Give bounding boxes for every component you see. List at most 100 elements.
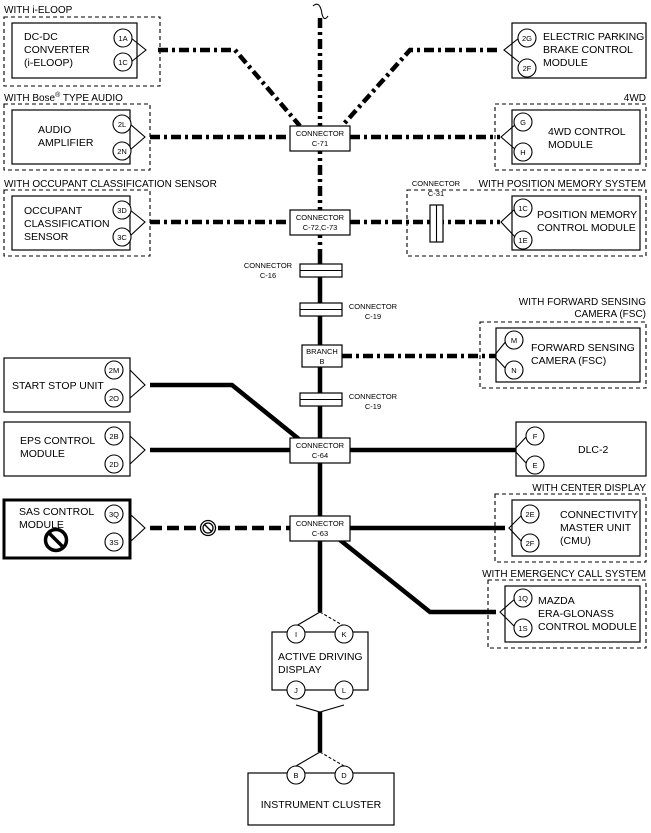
module-active-driving-display: ACTIVE DRIVING DISPLAY [271, 631, 369, 691]
svg-text:B: B [319, 357, 324, 366]
svg-text:DC-DC: DC-DC [24, 31, 58, 43]
svg-text:MODULE: MODULE [20, 448, 65, 460]
header-occupant: WITH OCCUPANT CLASSIFICATION SENSOR [4, 179, 217, 190]
svg-text:1C: 1C [118, 58, 128, 67]
connector-c16: CONNECTOR C-16 [244, 261, 343, 280]
pins-dcdc: 1A 1C [113, 28, 147, 72]
svg-text:CONNECTIVITY: CONNECTIVITY [560, 509, 638, 521]
svg-text:C-63: C-63 [312, 529, 328, 538]
svg-text:2D: 2D [109, 460, 119, 469]
svg-text:MASTER UNIT: MASTER UNIT [560, 522, 632, 534]
svg-text:START STOP UNIT: START STOP UNIT [12, 380, 104, 392]
pins-cmu: 2E 2F [508, 504, 540, 553]
svg-text:BRANCH: BRANCH [306, 347, 338, 356]
group-emergency [487, 579, 647, 649]
connector-c31: CONNECTOR C-31 [412, 179, 461, 243]
svg-text:CONNECTOR: CONNECTOR [349, 392, 398, 401]
svg-text:1S: 1S [518, 624, 527, 633]
svg-text:DISPLAY: DISPLAY [278, 664, 322, 676]
svg-text:1C: 1C [518, 204, 528, 213]
svg-text:C-19: C-19 [365, 402, 381, 411]
pins-dlc: F E [513, 426, 545, 475]
header-4wd: 4WD [624, 93, 646, 104]
pins-epb: 2G 2F [503, 28, 537, 78]
svg-text:I: I [295, 630, 297, 639]
svg-text:2B: 2B [109, 432, 118, 441]
connector-c19-upper: CONNECTOR C-19 [299, 302, 398, 321]
module-position-memory: POSITION MEMORY CONTROL MODULE [511, 195, 641, 251]
svg-text:C-72,C-73: C-72,C-73 [303, 223, 338, 232]
svg-text:1A: 1A [118, 34, 127, 43]
svg-text:G: G [520, 118, 526, 127]
module-occupant-sensor: OCCUPANT CLASSIFICATION SENSOR [11, 195, 131, 251]
module-dcdc-converter: DC-DC CONVERTER (i-ELOOP) [11, 22, 138, 79]
pins-occupant: 3D 3C [112, 200, 146, 247]
group-4wd [494, 103, 647, 171]
svg-text:2G: 2G [522, 34, 532, 43]
svg-text:2F: 2F [526, 539, 535, 548]
svg-text:3D: 3D [117, 206, 127, 215]
svg-text:2L: 2L [118, 120, 126, 129]
header-bose: WITH Bose® TYPE AUDIO [4, 91, 123, 104]
module-4wd-control: 4WD CONTROL MODULE [511, 109, 641, 165]
pins-position: 1C 1E [500, 198, 533, 250]
module-instrument-cluster: INSTRUMENT CLUSTER [247, 772, 395, 826]
svg-text:CONNECTOR: CONNECTOR [296, 441, 345, 450]
svg-text:4WD CONTROL: 4WD CONTROL [548, 126, 626, 138]
svg-text:2F: 2F [523, 64, 532, 73]
svg-text:CONTROL MODULE: CONTROL MODULE [538, 621, 637, 633]
svg-text:M: M [511, 336, 517, 345]
pins-active-driving-display: I K J L [286, 624, 354, 700]
svg-text:CONNECTOR: CONNECTOR [296, 519, 345, 528]
group-center [494, 493, 647, 563]
svg-text:(CMU): (CMU) [560, 535, 591, 547]
svg-text:(i-ELOOP): (i-ELOOP) [24, 57, 73, 69]
svg-text:AMPLIFIER: AMPLIFIER [38, 137, 94, 149]
svg-text:1Q: 1Q [518, 594, 528, 603]
svg-text:2N: 2N [117, 147, 127, 156]
group-occupant [3, 189, 151, 257]
svg-text:OCCUPANT: OCCUPANT [24, 205, 83, 217]
svg-text:H: H [520, 148, 525, 157]
svg-text:C-19: C-19 [365, 312, 381, 321]
svg-text:SENSOR: SENSOR [24, 231, 69, 243]
svg-text:J: J [294, 686, 298, 695]
svg-text:2E: 2E [525, 510, 534, 519]
svg-text:3C: 3C [117, 233, 127, 242]
pins-instrument-cluster: B D [286, 765, 354, 785]
prohibited-icon [43, 527, 69, 553]
svg-text:ERA-GLONASS: ERA-GLONASS [538, 608, 614, 620]
svg-text:CONNECTOR: CONNECTOR [296, 129, 345, 138]
pins-fsc: M N [493, 330, 524, 380]
pins-audio: 2L 2N [112, 114, 146, 161]
pins-start-stop: 2M 2O [104, 360, 146, 408]
header-ieloop: WITH i-ELOOP [4, 5, 73, 16]
svg-text:MAZDA: MAZDA [538, 595, 575, 607]
svg-text:N: N [511, 366, 516, 375]
svg-text:2O: 2O [109, 394, 119, 403]
connector-c71: CONNECTOR C-71 [289, 125, 351, 152]
svg-text:ACTIVE DRIVING: ACTIVE DRIVING [278, 651, 363, 663]
svg-text:E: E [532, 461, 537, 470]
svg-text:3S: 3S [109, 538, 118, 547]
connector-c63: CONNECTOR C-63 [289, 515, 351, 542]
connector-c64: CONNECTOR C-64 [289, 437, 351, 464]
svg-text:CONVERTER: CONVERTER [24, 44, 90, 56]
svg-text:MODULE: MODULE [548, 139, 593, 151]
connector-c72-c73: CONNECTOR C-72,C-73 [289, 209, 351, 236]
svg-text:AUDIO: AUDIO [38, 124, 71, 136]
prohibited-small-icon [199, 519, 217, 537]
svg-text:CONNECTOR: CONNECTOR [349, 302, 398, 311]
svg-text:F: F [533, 432, 538, 441]
pins-eps: 2B 2D [104, 426, 146, 474]
pins-era: 1Q 1S [499, 588, 533, 638]
svg-text:C-31: C-31 [428, 189, 444, 198]
header-fsc-1: WITH FORWARD SENSING [519, 297, 646, 308]
svg-text:3Q: 3Q [109, 510, 119, 519]
header-emergency: WITH EMERGENCY CALL SYSTEM [482, 569, 646, 580]
svg-text:CONNECTOR: CONNECTOR [296, 213, 345, 222]
svg-text:L: L [342, 686, 346, 695]
branch-lines [150, 47, 520, 767]
svg-text:CLASSIFICATION: CLASSIFICATION [24, 218, 110, 230]
